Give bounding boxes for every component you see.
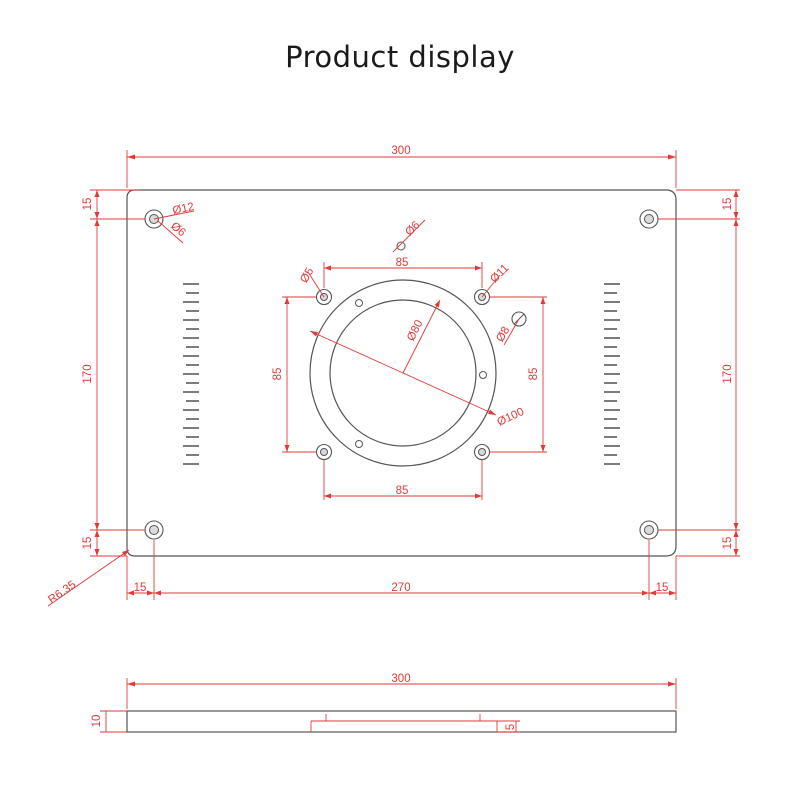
dim-right-bottom: 15 [722, 537, 734, 550]
dim-line-insert-bottom [323, 460, 483, 500]
dim-line-inner-diameter [402, 299, 441, 374]
dim-insert-hole-small: Ø5 [298, 266, 316, 285]
dim-inner-diameter: Ø80 [405, 318, 426, 343]
plate-outline [126, 189, 677, 557]
dim-right-mid: 170 [722, 364, 734, 383]
side-view-recess [310, 714, 520, 733]
ring-screw-holes [355, 299, 487, 448]
corner-hole-top-right [639, 209, 659, 229]
dim-line-insert-right [490, 296, 547, 453]
side-view-plate [126, 710, 677, 733]
dim-line-insert-top [323, 262, 483, 288]
dim-line-top-width [126, 150, 677, 188]
dim-bottom-right: 15 [656, 582, 669, 594]
dim-line-outer-diameter [309, 330, 497, 416]
dim-insert-top: 85 [396, 257, 409, 269]
dim-line-slot [503, 318, 520, 346]
dim-bottom-left: 15 [134, 582, 147, 594]
dim-side-width: 300 [391, 673, 410, 685]
dim-side-recess: 5 [505, 724, 517, 730]
dim-insert-hole-large: Ø11 [488, 262, 511, 285]
insert-hole-top-left [315, 288, 333, 306]
dim-line-side-thickness [100, 710, 127, 733]
dim-line-top-small-hole [392, 219, 426, 253]
dim-line-corner-radius [47, 549, 130, 607]
dim-line-side-width [126, 678, 677, 709]
dim-right-top: 15 [722, 198, 734, 211]
corner-hole-bottom-right [639, 520, 659, 540]
page-title: Product display [285, 40, 515, 74]
dim-line-bottom-chain [126, 540, 677, 600]
scale-ticks-right [604, 283, 620, 465]
top-small-hole [396, 241, 406, 251]
dim-line-corner-hole [153, 210, 195, 244]
scale-ticks-left [183, 283, 199, 465]
dim-insert-left: 85 [272, 368, 284, 381]
dim-bottom-mid: 270 [391, 582, 410, 594]
dim-slot-hole: Ø8 [494, 325, 512, 344]
dim-top-width: 300 [391, 145, 410, 157]
dim-insert-right: 85 [528, 368, 540, 381]
dim-line-insert-hole-large [481, 274, 501, 298]
dim-hole-outer: Ø12 [171, 201, 195, 217]
insert-hole-bottom-right [473, 443, 491, 461]
dim-line-insert-hole-small [307, 271, 325, 298]
insert-ring [309, 279, 497, 467]
corner-hole-bottom-left [144, 520, 164, 540]
dim-left-top: 15 [82, 198, 94, 211]
dim-top-small-hole: Ø6 [403, 219, 422, 238]
dim-corner-radius: R6.35 [46, 579, 78, 606]
dim-left-mid: 170 [82, 364, 94, 383]
dim-outer-diameter: Ø100 [495, 406, 526, 429]
dim-line-insert-left [282, 296, 316, 453]
dim-hole-inner: Ø6 [168, 220, 187, 239]
dim-left-bottom: 15 [82, 537, 94, 550]
dim-insert-bottom: 85 [396, 485, 409, 497]
dim-side-thickness: 10 [91, 715, 103, 728]
insert-hole-bottom-left [315, 443, 333, 461]
side-view: 300 10 5 [91, 673, 677, 733]
dim-line-right-chain [658, 189, 740, 557]
dim-line-left-chain [90, 189, 145, 557]
